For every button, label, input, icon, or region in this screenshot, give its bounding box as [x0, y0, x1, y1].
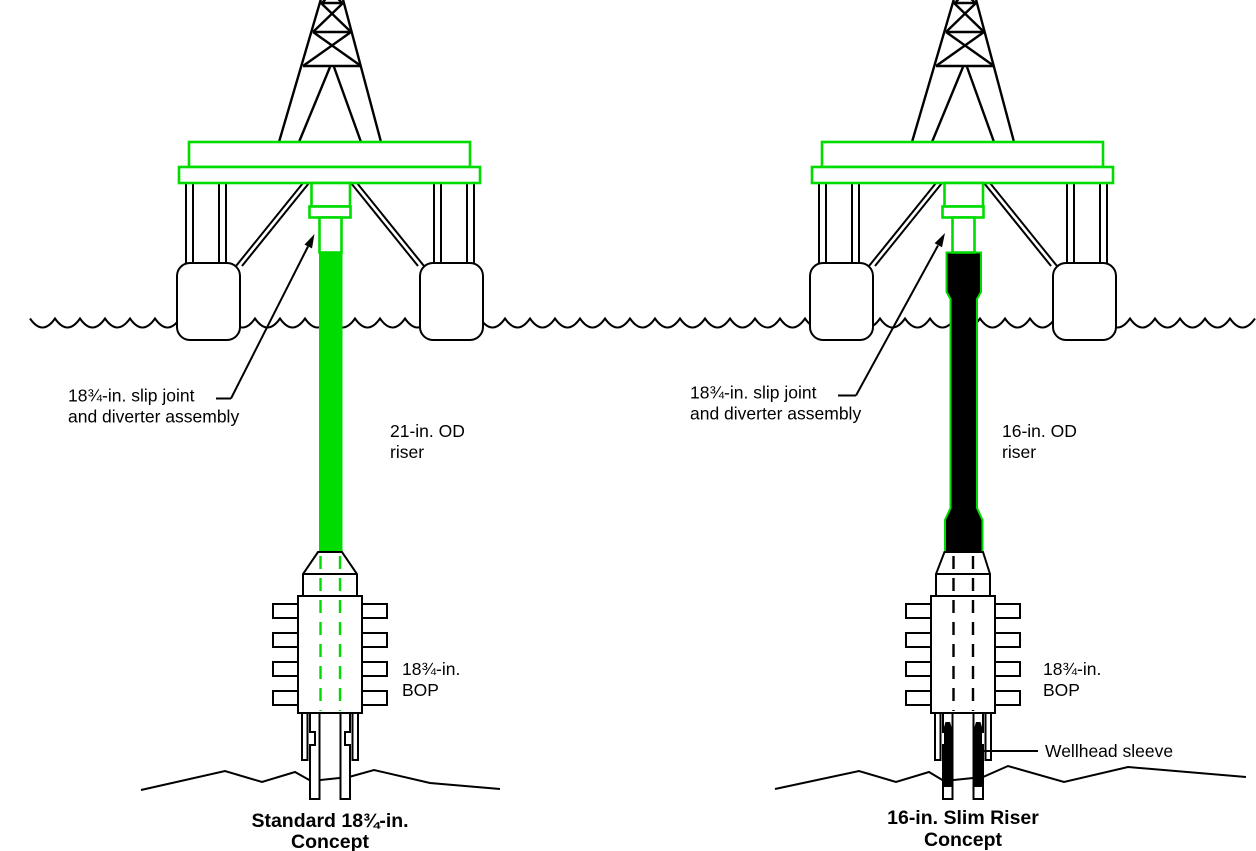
- left-riser-label-line1: 21-in. OD: [390, 421, 465, 441]
- arrowhead-icon: [304, 234, 315, 249]
- right-slip-joint-label-line2: and diverter assembly: [690, 404, 861, 424]
- left-rig: 18¾-in. slip joint and diverter assembly…: [68, 0, 501, 851]
- wellhead-sleeve-right: [974, 722, 982, 787]
- wellhead-sleeve-left: [944, 722, 952, 787]
- leader-line: [230, 246, 309, 399]
- right-bop-label-line2: BOP: [1043, 680, 1080, 700]
- arrowhead-icon: [934, 233, 945, 248]
- right-caption-line1: 16-in. Slim Riser: [887, 807, 1039, 829]
- left-slip-joint-annotation: 18¾-in. slip joint and diverter assembly: [68, 234, 315, 427]
- right-slip-joint-label-line1: 18¾-in. slip joint: [690, 383, 817, 403]
- right-riser-label-line1: 16-in. OD: [1002, 421, 1077, 441]
- left-slip-joint-label-line1: 18¾-in. slip joint: [68, 386, 195, 406]
- right-bop-label-line1: 18¾-in.: [1043, 659, 1101, 679]
- right-slip-joint-annotation: 18¾-in. slip joint and diverter assembly: [690, 233, 945, 424]
- left-riser-label-line2: riser: [390, 442, 424, 462]
- wellhead-sleeve-annotation: Wellhead sleeve: [984, 741, 1173, 761]
- right-caption-line2: Concept: [924, 829, 1003, 851]
- wellhead-sleeve-label: Wellhead sleeve: [1045, 741, 1173, 761]
- right-rig: 18¾-in. slip joint and diverter assembly…: [690, 0, 1247, 851]
- leader-line: [855, 245, 939, 396]
- left-caption-line2: Concept: [291, 831, 370, 851]
- left-caption-line1: Standard 18¾-in.: [251, 810, 408, 832]
- left-bop-label-line1: 18¾-in.: [402, 659, 460, 679]
- right-riser-label-line2: riser: [1002, 442, 1036, 462]
- standard-riser-21in: [319, 252, 343, 554]
- slim-riser-16in: [944, 251, 984, 553]
- seafloor-right: [774, 764, 1247, 790]
- left-slip-joint-label-line2: and diverter assembly: [68, 407, 239, 427]
- left-bop-label-line2: BOP: [402, 680, 439, 700]
